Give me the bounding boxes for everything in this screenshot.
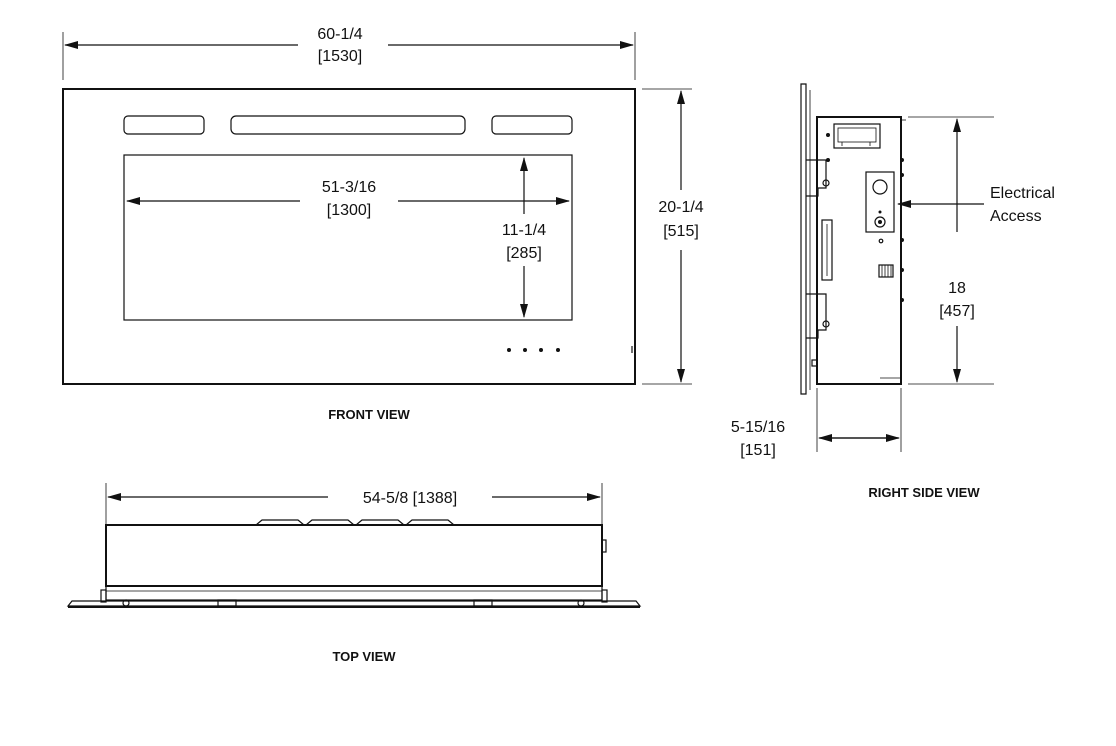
control-buttons <box>507 346 633 353</box>
glass-width-label: 51-3/16 <box>322 179 376 196</box>
side-details <box>811 158 904 379</box>
front-height-dimension: 20-1/4 [515] <box>642 88 704 385</box>
front-height-label: 20-1/4 <box>658 199 703 216</box>
top-view-caption: TOP VIEW <box>332 649 396 664</box>
top-width-label: 54-5/8 [1388] <box>363 490 457 507</box>
side-depth-mm-label: [151] <box>740 442 776 459</box>
electrical-access-box <box>865 171 895 244</box>
top-vent-bumps <box>255 519 455 526</box>
glass-width-dimension: 51-3/16 [1300] <box>126 179 570 219</box>
front-vent-right <box>491 115 573 135</box>
top-body <box>105 524 603 587</box>
right-side-view: Electrical Access 18 [457] 5-15/16 [151]… <box>731 83 1055 500</box>
electrical-access-label-line1: Electrical <box>990 185 1055 202</box>
side-body <box>816 116 902 385</box>
top-brackets <box>100 539 608 607</box>
side-depth-dimension: 5-15/16 [151] <box>731 388 902 459</box>
front-view-caption: FRONT VIEW <box>328 407 410 422</box>
front-width-mm-label: [1530] <box>318 48 362 65</box>
front-vent-left <box>123 115 205 135</box>
side-view-caption: RIGHT SIDE VIEW <box>868 485 980 500</box>
top-base-strip <box>105 585 603 601</box>
front-width-label: 60-1/4 <box>317 26 362 43</box>
glass-height-mm-label: [285] <box>506 245 542 262</box>
front-view: 60-1/4 [1530] 51-3/16 [1300] 11-1/4 [285… <box>62 26 704 422</box>
side-height-mm-label: [457] <box>939 303 975 320</box>
front-width-dimension: 60-1/4 [1530] <box>62 26 636 80</box>
electrical-access-label-line2: Access <box>990 208 1042 225</box>
side-height-dimension: 18 [457] <box>908 116 994 385</box>
side-depth-label: 5-15/16 <box>731 419 785 436</box>
front-height-mm-label: [515] <box>663 223 699 240</box>
top-mounting-plate <box>66 600 642 607</box>
top-view: 54-5/8 [1388] TOP VIEW <box>66 483 642 664</box>
front-glass-opening <box>123 154 573 321</box>
side-height-label: 18 <box>948 280 966 297</box>
side-top-vent <box>826 123 881 162</box>
front-frame <box>62 88 636 385</box>
front-vent-center <box>230 115 466 135</box>
electrical-access-callout: Electrical Access <box>897 185 1055 225</box>
glass-height-label: 11-1/4 <box>502 222 546 239</box>
glass-height-dimension: 11-1/4 [285] <box>502 157 546 318</box>
top-width-dimension: 54-5/8 [1388] <box>105 483 603 590</box>
glass-width-mm-label: [1300] <box>327 202 371 219</box>
side-front-plate <box>800 83 807 395</box>
